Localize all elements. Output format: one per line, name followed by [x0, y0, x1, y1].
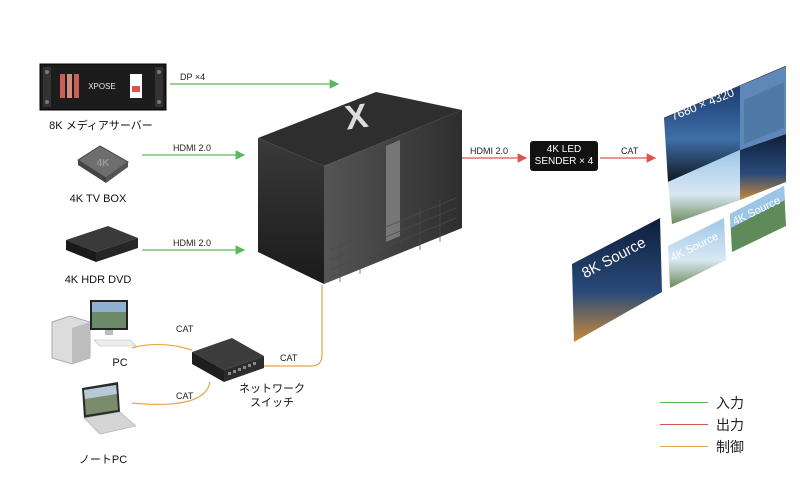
led-sender-box: 4K LED SENDER × 4 — [530, 141, 598, 171]
legend-control-label: 制御 — [716, 439, 744, 455]
laptop-computer — [82, 382, 137, 435]
pc-computer — [51, 300, 137, 365]
tv-box-label: 4K TV BOX — [69, 193, 127, 205]
legend-output-label: 出力 — [716, 417, 744, 433]
hdmi-dvd-label: HDMI 2.0 — [173, 238, 212, 248]
cat-output-label: CAT — [621, 146, 639, 156]
cat-pc-line — [131, 343, 193, 351]
media-server: XPOSE — [39, 63, 167, 111]
video-processor: X — [258, 92, 462, 284]
legend-input-label: 入力 — [716, 395, 744, 411]
hdr-dvd-player — [66, 226, 138, 262]
screen-4k-source-b: 4K Source — [730, 186, 786, 252]
cat-pc-label: CAT — [176, 324, 194, 334]
media-server-brand: XPOSE — [88, 82, 116, 91]
cat-switch-line — [262, 285, 323, 367]
network-switch-label-line2: スイッチ — [250, 397, 294, 409]
network-switch — [192, 338, 264, 382]
pc-label: PC — [112, 357, 128, 369]
led-sender-line2: SENDER × 4 — [534, 156, 594, 167]
led-sender-line1: 4K LED — [546, 144, 582, 155]
hdmi-output-label: HDMI 2.0 — [470, 146, 509, 156]
output-led-wall: 7680 × 4320 — [663, 65, 787, 224]
tv-box-logo: 4K — [97, 158, 111, 169]
hdr-dvd-label: 4K HDR DVD — [64, 274, 132, 286]
legend-control-line — [660, 446, 708, 447]
media-server-label: 8K メディアサーバー — [49, 120, 153, 132]
hdmi-tvbox-label: HDMI 2.0 — [173, 143, 212, 153]
processor-logo: X — [343, 97, 371, 138]
screen-8k-source: 8K Source — [572, 218, 662, 342]
cat-switch-label: CAT — [280, 353, 298, 363]
laptop-label: ノートPC — [78, 454, 128, 466]
cat-laptop-label: CAT — [176, 391, 194, 401]
tv-box-device: 4K — [77, 145, 129, 183]
cat-laptop-line — [131, 381, 211, 405]
dp-label: DP ×4 — [180, 72, 206, 82]
legend-output-line — [660, 424, 708, 425]
network-switch-label-line1: ネットワーク — [239, 383, 305, 395]
legend-input-line — [660, 402, 708, 403]
screen-4k-source-a: 4K Source — [668, 218, 726, 288]
